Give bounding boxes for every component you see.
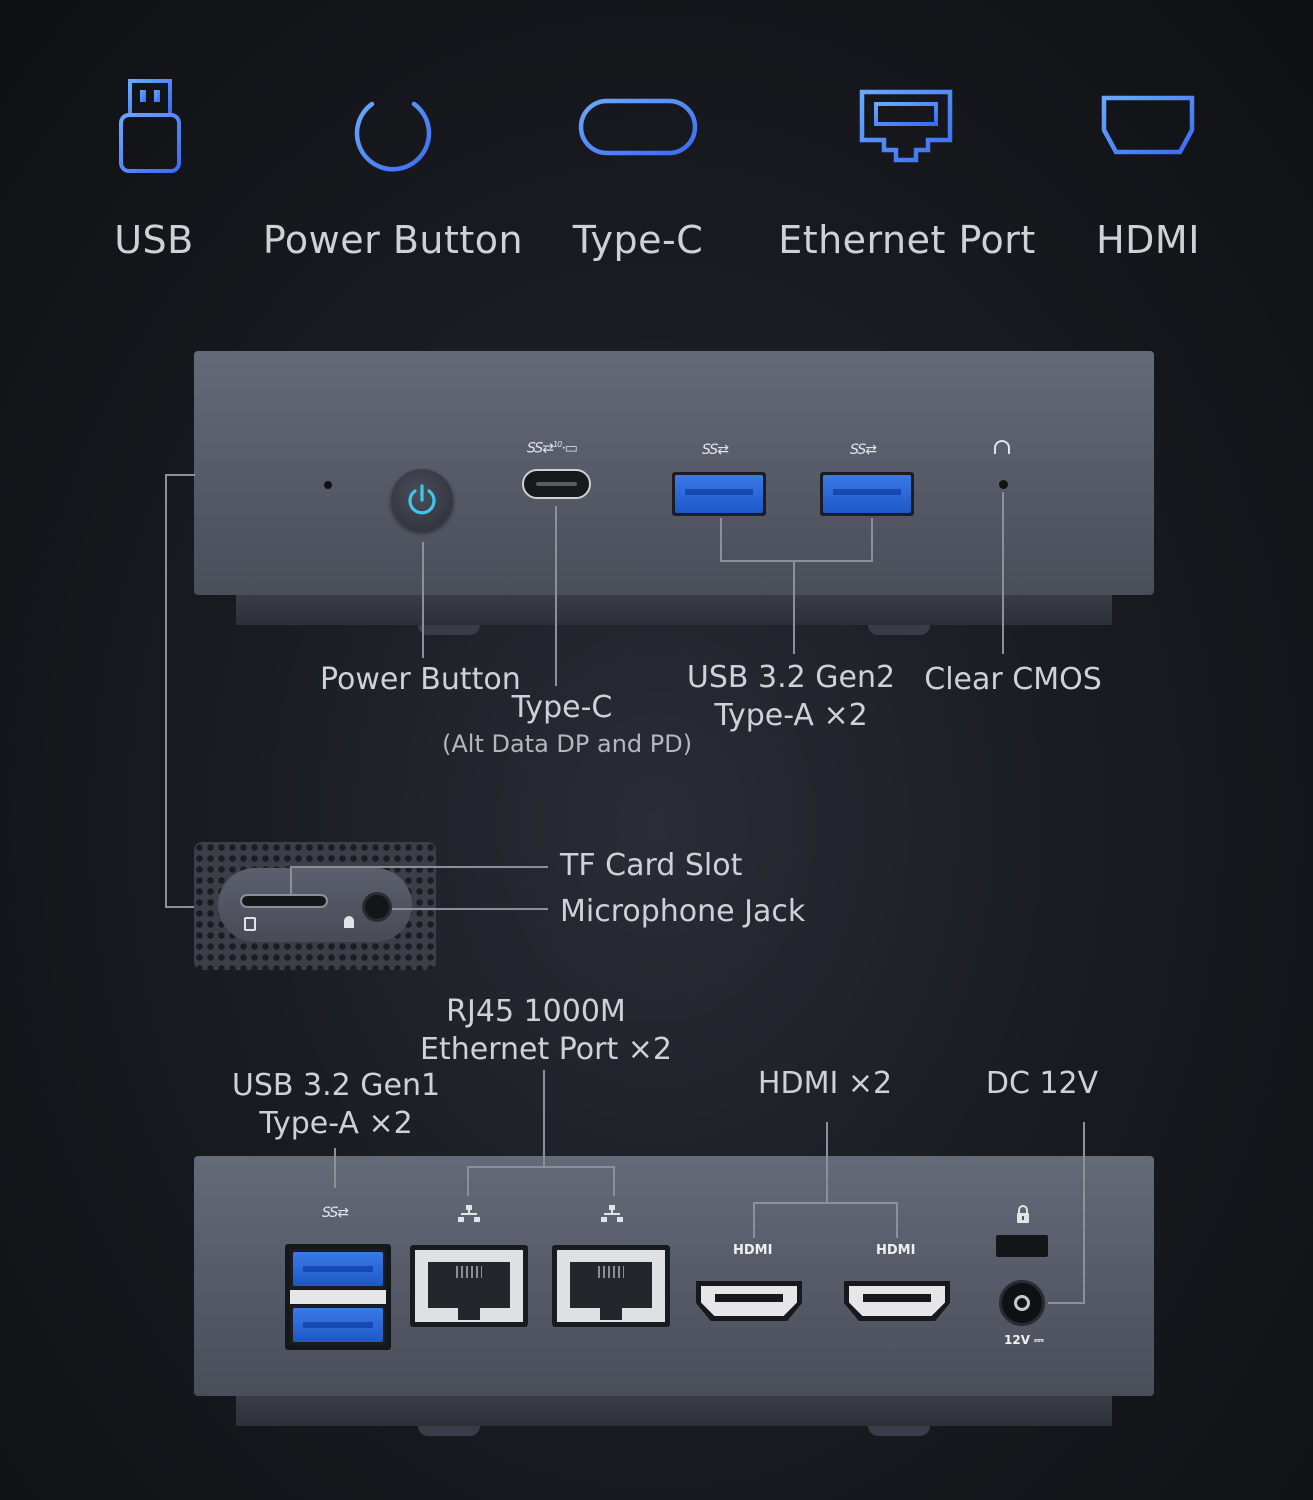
power-icon bbox=[354, 81, 432, 172]
leader-line bbox=[1048, 1302, 1085, 1304]
ss-text: SS bbox=[850, 442, 866, 458]
leader-line bbox=[165, 474, 195, 476]
leader-line bbox=[290, 866, 292, 894]
hdmi-port-text: HDMI bbox=[733, 1243, 773, 1258]
usb-gen1-callout-line2: Type-A ×2 bbox=[259, 1106, 413, 1141]
leader-line bbox=[165, 906, 197, 908]
device-foot bbox=[418, 1426, 480, 1436]
tf-card-callout: TF Card Slot bbox=[560, 848, 743, 883]
type-c-note: (Alt Data DP and PD) bbox=[442, 730, 693, 758]
hdmi-label: HDMI bbox=[1096, 218, 1200, 262]
hdmi-port-1[interactable] bbox=[696, 1281, 802, 1321]
port-icon-legend: USB Power Button Type-C Ethernet Port HD… bbox=[0, 0, 1313, 300]
status-led bbox=[324, 481, 332, 489]
leader-line bbox=[555, 506, 557, 686]
type-c-port[interactable] bbox=[522, 469, 591, 499]
ethernet-icon bbox=[859, 89, 953, 163]
usb-label: USB bbox=[114, 218, 194, 262]
superspeed-logo: SS⇄ bbox=[850, 442, 877, 458]
type-c-callout: Type-C bbox=[511, 690, 613, 725]
ethernet-port-label: Ethernet Port bbox=[778, 218, 1036, 262]
leader-line bbox=[753, 1202, 898, 1204]
hdmi-callout: HDMI ×2 bbox=[757, 1066, 893, 1101]
usb-gen2-callout-line2: Type-A ×2 bbox=[714, 698, 868, 733]
clear-cmos-callout: Clear CMOS bbox=[924, 662, 1102, 697]
type-c-label: Type-C bbox=[572, 218, 704, 262]
clear-cmos-hole[interactable] bbox=[999, 480, 1008, 489]
network-icon bbox=[601, 1205, 623, 1222]
superspeed-logo: SS⇄ bbox=[322, 1205, 349, 1221]
hdmi-port-2[interactable] bbox=[844, 1281, 950, 1321]
hdmi-icon bbox=[1101, 95, 1195, 155]
leader-line bbox=[467, 1166, 615, 1168]
type-c-icon bbox=[578, 98, 698, 156]
usb-gen1-callout-line1: USB 3.2 Gen1 bbox=[231, 1068, 441, 1103]
leader-line bbox=[1002, 492, 1004, 654]
leader-line bbox=[1083, 1122, 1085, 1304]
usb-a-port-rear-1[interactable] bbox=[290, 1249, 386, 1289]
leader-line bbox=[392, 908, 548, 910]
hdmi-port-text: HDMI bbox=[876, 1243, 916, 1258]
rear-panel-base bbox=[236, 1396, 1112, 1426]
leader-line bbox=[720, 518, 722, 562]
device-foot bbox=[868, 1426, 930, 1436]
usb-a-port-front-1[interactable] bbox=[672, 472, 766, 516]
power-button[interactable] bbox=[391, 469, 453, 531]
rj45-callout-line1: RJ45 1000M bbox=[446, 994, 626, 1029]
tc-speed: 10 bbox=[553, 440, 562, 449]
leader-line bbox=[753, 1202, 755, 1238]
ethernet-port-2[interactable] bbox=[552, 1245, 670, 1327]
leader-line bbox=[467, 1166, 469, 1196]
dc-power-jack[interactable] bbox=[999, 1280, 1045, 1326]
leader-line bbox=[613, 1166, 615, 1196]
ss-text: SS bbox=[322, 1205, 338, 1221]
power-icon bbox=[408, 484, 436, 515]
lock-icon bbox=[1017, 1205, 1029, 1223]
usb-a-port-rear-2[interactable] bbox=[290, 1305, 386, 1345]
leader-line bbox=[334, 1148, 336, 1188]
ethernet-port-1[interactable] bbox=[410, 1245, 528, 1327]
tf-card-slot[interactable] bbox=[240, 894, 328, 908]
superspeed-10-dp-logo: SS⇄10·▭ bbox=[527, 440, 578, 457]
device-foot bbox=[868, 625, 930, 635]
microphone-icon bbox=[344, 916, 354, 928]
dc-callout: DC 12V bbox=[985, 1066, 1099, 1101]
usb-a-port-front-2[interactable] bbox=[820, 472, 914, 516]
clear-cmos-icon bbox=[994, 440, 1010, 454]
leader-line bbox=[720, 560, 873, 562]
rj45-callout-line2: Ethernet Port ×2 bbox=[420, 1032, 672, 1067]
power-button-callout: Power Button bbox=[320, 662, 521, 697]
leader-line bbox=[165, 474, 167, 908]
ss-text: SS bbox=[702, 442, 718, 458]
kensington-lock-slot[interactable] bbox=[996, 1235, 1048, 1257]
usb-icon bbox=[119, 79, 181, 173]
leader-line bbox=[290, 866, 548, 868]
ss-text: SS bbox=[527, 440, 543, 457]
leader-line bbox=[793, 560, 795, 654]
device-foot bbox=[418, 625, 480, 635]
superspeed-logo: SS⇄ bbox=[702, 442, 729, 458]
leader-line bbox=[543, 1070, 545, 1168]
power-button-label: Power Button bbox=[262, 218, 524, 262]
usb-gen2-callout-line1: USB 3.2 Gen2 bbox=[686, 660, 896, 695]
leader-line bbox=[826, 1122, 828, 1204]
dc-voltage-text: 12V ⎓ bbox=[1004, 1333, 1044, 1347]
tf-card-icon bbox=[244, 917, 256, 931]
leader-line bbox=[896, 1202, 898, 1238]
front-panel-base bbox=[236, 595, 1112, 625]
leader-line bbox=[871, 518, 873, 562]
microphone-jack[interactable] bbox=[362, 892, 392, 922]
mic-jack-callout: Microphone Jack bbox=[560, 894, 806, 929]
leader-line bbox=[422, 542, 424, 658]
network-icon bbox=[458, 1205, 480, 1222]
usb-divider bbox=[290, 1290, 386, 1304]
